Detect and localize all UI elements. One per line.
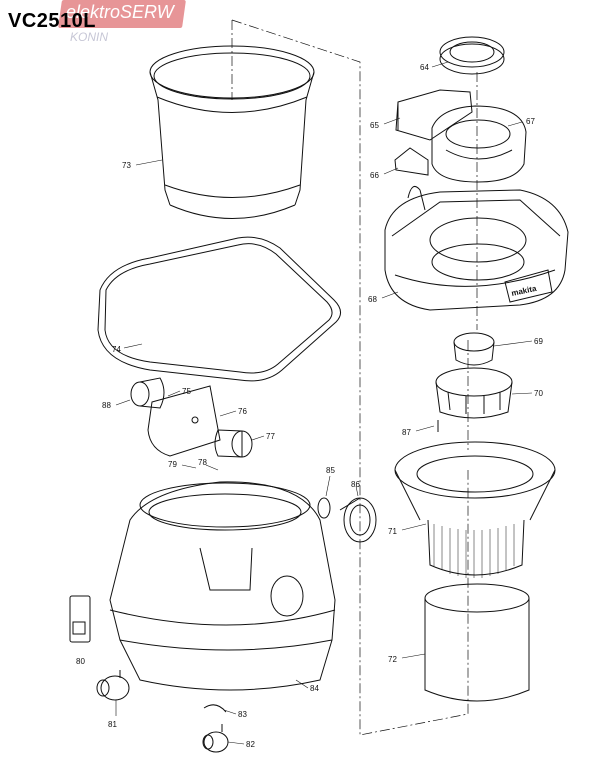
label-73: 73 [122, 161, 131, 170]
part-67-foam-ring [431, 105, 527, 183]
makita-logo: makita [511, 284, 538, 298]
part-85-o-ring [317, 497, 331, 519]
part-73-filter-bag [149, 45, 315, 219]
label-77: 77 [266, 432, 275, 441]
label-64: 64 [420, 63, 429, 72]
label-69: 69 [534, 337, 543, 346]
label-79: 79 [168, 460, 177, 469]
part-72-filter-sleeve [424, 583, 530, 702]
label-86: 86 [351, 480, 360, 489]
part-81-swivel-caster [96, 670, 130, 701]
label-85: 85 [326, 466, 335, 475]
label-87: 87 [402, 428, 411, 437]
leader-lines [115, 61, 533, 745]
label-75: 75 [182, 387, 191, 396]
part-number-labels: 73 74 64 65 66 67 68 69 70 87 71 72 88 7… [76, 63, 543, 749]
label-83: 83 [238, 710, 247, 719]
part-65-foam-block [395, 89, 473, 141]
part-77-inlet-port [214, 429, 253, 458]
part-86-hose-connector [339, 497, 377, 543]
part-70-filter-cage [435, 367, 513, 432]
label-65: 65 [370, 121, 379, 130]
part-68-motor-head: makita [384, 185, 569, 311]
part-71-cartridge-filter [394, 441, 556, 578]
part-82-caster [202, 724, 229, 753]
label-72: 72 [388, 655, 397, 664]
part-88-inlet-socket [130, 377, 165, 409]
label-80: 80 [76, 657, 85, 666]
label-66: 66 [370, 171, 379, 180]
part-83-pin [203, 704, 227, 713]
label-76: 76 [238, 407, 247, 416]
watermark-brand: elektroSERW [66, 2, 174, 22]
part-69-filter-cap [453, 332, 495, 366]
part-84-tank [109, 481, 336, 691]
label-88: 88 [102, 401, 111, 410]
watermark-city: KONIN [70, 30, 109, 44]
label-84: 84 [310, 684, 319, 693]
label-70: 70 [534, 389, 543, 398]
part-64-seal-ring [439, 36, 505, 75]
label-68: 68 [368, 295, 377, 304]
label-67: 67 [526, 117, 535, 126]
label-81: 81 [108, 720, 117, 729]
part-74-gasket [97, 236, 341, 382]
label-78: 78 [198, 458, 207, 467]
model-number: VC2510L [8, 10, 96, 32]
part-66-foam-pad [394, 147, 429, 176]
label-82: 82 [246, 740, 255, 749]
part-76-inlet-flap [147, 385, 221, 457]
label-71: 71 [388, 527, 397, 536]
label-74: 74 [112, 345, 121, 354]
part-80-switch-cover [69, 595, 91, 643]
